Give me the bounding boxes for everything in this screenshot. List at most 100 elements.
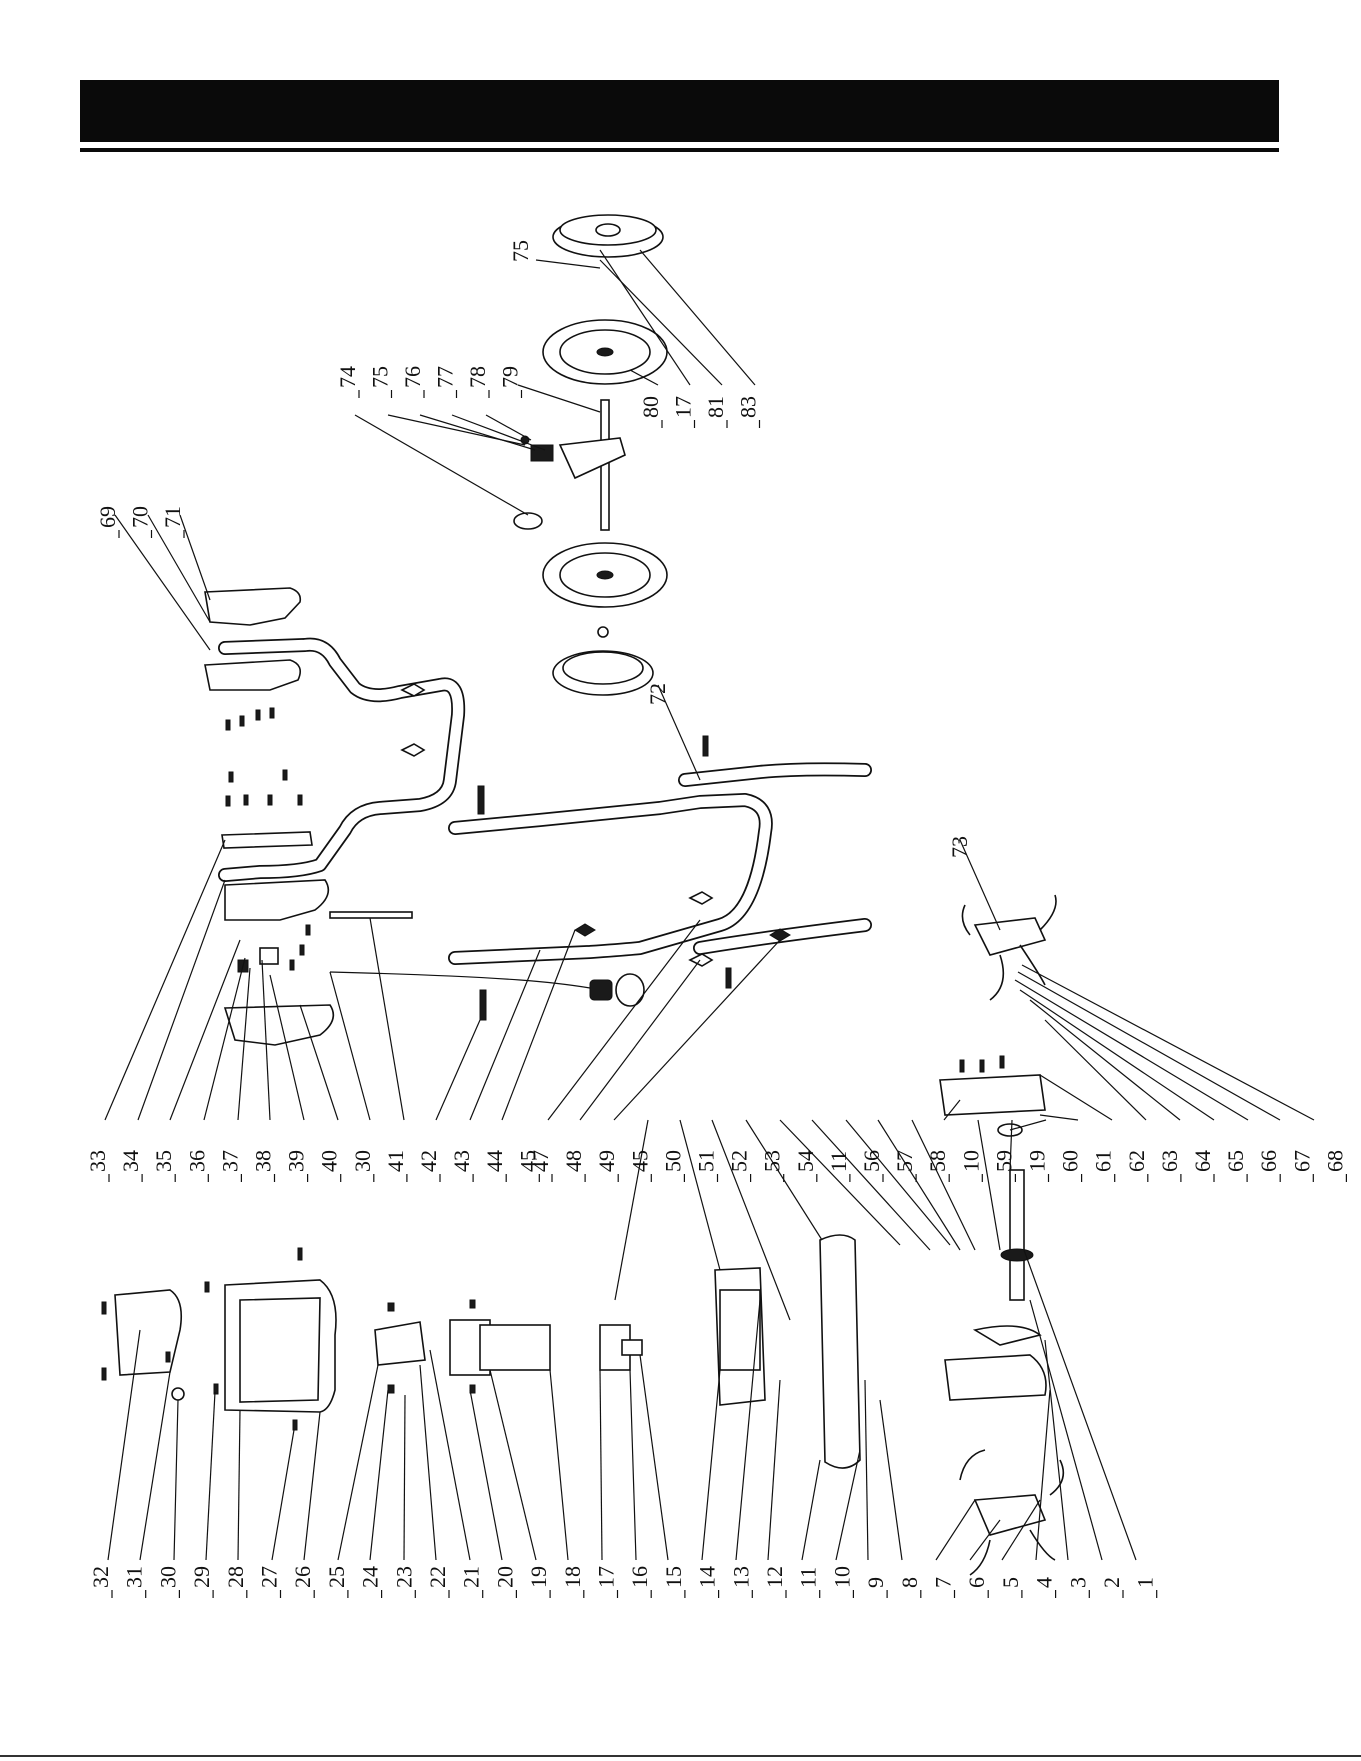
part-number-label: 38 <box>251 1150 276 1172</box>
part-number-label: 27 <box>257 1566 282 1588</box>
part-number-label: 30 <box>155 1566 180 1588</box>
wheel-hubcap-right <box>553 215 663 257</box>
drive-shaft <box>1001 1170 1033 1300</box>
support-bar <box>330 912 412 918</box>
part-number-label: 36 <box>184 1150 209 1172</box>
lower-handle-tube <box>455 800 766 958</box>
part-number-label: 57 <box>892 1150 917 1172</box>
part-number-label: 75 <box>508 240 533 262</box>
part-number-label: 9 <box>863 1577 888 1588</box>
labels-wheel-group: 80 17 81 83 <box>638 396 761 428</box>
part-number-label: 26 <box>290 1566 315 1588</box>
motor-cover <box>102 1290 184 1400</box>
part-number-label: 16 <box>627 1566 652 1588</box>
part-number-label: 28 <box>223 1566 248 1588</box>
wheel-hubcap-left <box>553 651 653 695</box>
throttle-cable <box>330 972 644 1006</box>
part-number-label: 14 <box>695 1566 720 1588</box>
part-number-label: 60 <box>1058 1150 1083 1172</box>
part-number-label: 30 <box>350 1150 375 1172</box>
part-number-label: 25 <box>324 1566 349 1588</box>
labels-middle-right: 4748494550515253541156575810591960616263… <box>528 1150 1347 1182</box>
part-number-label: 11 <box>796 1567 821 1588</box>
part-number-label: 42 <box>416 1150 441 1172</box>
part-number-label: 10 <box>829 1566 854 1588</box>
part-number-label: 62 <box>1124 1150 1149 1172</box>
part-number-label: 64 <box>1190 1150 1215 1172</box>
tiller-tines-bottom <box>960 1450 1063 1575</box>
part-number-label: 19 <box>526 1566 551 1588</box>
part-number-label: 63 <box>1157 1150 1182 1172</box>
part-number-label: 17 <box>594 1566 619 1588</box>
part-number-label: 83 <box>736 396 761 418</box>
part-number-label: 8 <box>897 1577 922 1588</box>
part-number-label: 37 <box>217 1150 242 1172</box>
part-number-label: 58 <box>925 1150 950 1172</box>
part-number-label: 2 <box>1099 1577 1124 1588</box>
switch-housing <box>225 880 333 1045</box>
part-number-label: 4 <box>1032 1577 1057 1588</box>
wheel-tire-left <box>543 543 667 607</box>
part-number-label: 12 <box>762 1566 787 1588</box>
part-number-label: 80 <box>638 396 663 418</box>
part-number-label: 51 <box>694 1150 719 1172</box>
part-number-label: 19 <box>1025 1150 1050 1172</box>
gear-cover <box>715 1268 765 1405</box>
part-number-label: 44 <box>482 1150 507 1172</box>
part-number-label: 29 <box>189 1566 214 1588</box>
part-number-label: 72 <box>645 683 670 705</box>
part-number-label: 65 <box>1223 1150 1248 1172</box>
part-number-label: 11 <box>826 1151 851 1172</box>
motor-endcap <box>375 1303 425 1393</box>
part-number-label: 15 <box>661 1566 686 1588</box>
part-number-label: 31 <box>122 1566 147 1588</box>
part-number-label: 24 <box>358 1566 383 1588</box>
part-number-label: 61 <box>1091 1150 1116 1172</box>
part-number-label: 23 <box>391 1566 416 1588</box>
motor-rotor <box>600 1325 642 1370</box>
part-number-label: 22 <box>425 1566 450 1588</box>
part-number-label: 40 <box>317 1150 342 1172</box>
part-number-label: 43 <box>449 1150 474 1172</box>
part-number-label: 74 <box>335 366 360 388</box>
switch-plate <box>222 832 312 848</box>
part-number-label: 54 <box>793 1150 818 1172</box>
part-number-label: 50 <box>660 1150 685 1172</box>
motor-stator <box>450 1300 550 1393</box>
part-number-label: 20 <box>492 1566 517 1588</box>
part-number-label: 48 <box>561 1150 586 1172</box>
part-number-label: 41 <box>383 1150 408 1172</box>
part-number-label: 67 <box>1289 1150 1314 1172</box>
part-number-label: 5 <box>998 1577 1023 1588</box>
part-number-label: 66 <box>1256 1150 1281 1172</box>
part-number-label: 1 <box>1133 1577 1158 1588</box>
part-number-label: 3 <box>1065 1577 1090 1588</box>
part-number-label: 32 <box>88 1566 113 1588</box>
part-number-label: 49 <box>594 1150 619 1172</box>
part-number-label: 34 <box>118 1150 143 1172</box>
part-number-label: 81 <box>703 396 728 418</box>
part-number-label: 21 <box>459 1566 484 1588</box>
guard-plate <box>820 1235 860 1468</box>
part-number-label: 13 <box>728 1566 753 1588</box>
part-number-label: 78 <box>465 366 490 388</box>
part-number-label: 17 <box>671 396 696 418</box>
main-housing <box>205 1248 336 1430</box>
part-number-label: 59 <box>991 1150 1016 1172</box>
part-number-label: 33 <box>85 1150 110 1172</box>
part-number-label: 75 <box>368 366 393 388</box>
part-number-label: 45 <box>627 1150 652 1172</box>
part-number-label: 77 <box>433 366 458 388</box>
wheel-tire-right <box>543 320 667 384</box>
part-number-label: 10 <box>958 1150 983 1172</box>
part-number-label: 68 <box>1322 1150 1347 1172</box>
gearbox-housing <box>940 1056 1045 1136</box>
part-number-label: 73 <box>947 836 972 858</box>
part-number-label: 7 <box>931 1577 956 1588</box>
part-number-label: 47 <box>528 1150 553 1172</box>
